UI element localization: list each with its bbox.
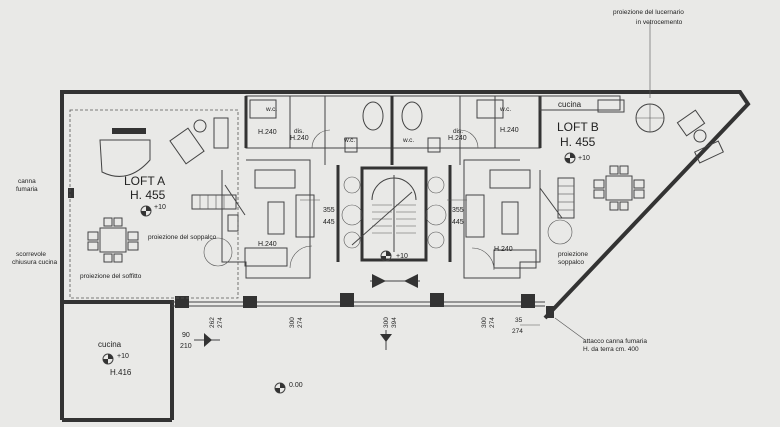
ground-level: 0.00: [289, 382, 303, 389]
plant: [203, 237, 233, 267]
dim-300-c: 300: [481, 317, 488, 328]
dim-300-a: 300: [289, 317, 296, 328]
pillar: [175, 296, 189, 308]
level-marker-kitchen: [102, 353, 114, 365]
pillar: [340, 293, 354, 307]
wc-label-center-b: w.c.: [402, 137, 414, 144]
section-arrow-bottom: [380, 330, 392, 350]
dim-210: 210: [180, 343, 192, 350]
wc-label-a: w.c.: [265, 106, 277, 113]
kitchen-b-counter: [539, 95, 621, 111]
level-marker-a: [140, 205, 152, 217]
dis-label-a: dis.: [294, 128, 304, 135]
stair-level: +10: [396, 253, 408, 260]
dim-274-c: 274: [489, 317, 496, 328]
dim-a-445: 445: [323, 219, 335, 226]
kitchen-b-label: cucina: [558, 100, 582, 109]
dis-height-a: H.240: [290, 135, 309, 142]
section-arrow-left: [370, 274, 420, 288]
sliding-label: scorrevole: [16, 251, 46, 258]
kitchen-wall: [62, 300, 174, 420]
flue-connection-label: attacco canna fumaria: [583, 338, 647, 345]
dim-35: 35: [515, 317, 523, 324]
dim-b-355: 355: [452, 207, 464, 214]
skylight-projection-label: proiezione del lucernario: [613, 9, 684, 16]
dim-262: 262: [209, 317, 216, 328]
skylight-projection-label-2: in vetrocemento: [636, 19, 683, 26]
level-marker-stair: [380, 250, 392, 262]
mezzanine-a-height: H.240: [258, 241, 277, 248]
mezzanine-projection-a: proiezione del soppalco: [148, 234, 217, 241]
dim-b-445: 445: [452, 219, 464, 226]
loft-b-title: LOFT B: [557, 120, 599, 134]
outer-wall: [60, 90, 751, 420]
dining-table-b: [605, 175, 633, 201]
dis-label-b: dis.: [453, 128, 463, 135]
loft-b-level: +10: [578, 155, 590, 162]
flue-connection-marker: [546, 306, 554, 318]
dim-274-a: 274: [217, 317, 224, 328]
wc-label-b: w.c.: [499, 106, 511, 113]
piano: [99, 139, 151, 177]
dim-a-355: 355: [323, 207, 335, 214]
ceiling-projection-label: proiezione del soffitto: [80, 273, 142, 280]
kitchen-a-height: H.416: [110, 368, 132, 377]
pillar: [243, 296, 257, 308]
dis-height-b: H.240: [448, 135, 467, 142]
dining-table-a: [99, 227, 127, 253]
mezzanine-projection-b: proiezione: [558, 251, 588, 258]
dim-274-d: 274: [512, 328, 523, 335]
mezzanine-b-height: H.240: [494, 246, 513, 253]
loft-a-height: H. 455: [130, 188, 166, 202]
dim-274-b: 274: [297, 317, 304, 328]
dim-90: 90: [182, 332, 190, 339]
flue-connection-label-2: H. da terra cm. 400: [583, 346, 639, 353]
sliding-label-2: chiusura cucina: [12, 259, 58, 266]
wc-height-b: H.240: [500, 127, 519, 134]
level-marker-b: [564, 152, 576, 164]
kitchen-a-level: +10: [117, 353, 129, 360]
flue-label: canna: [18, 178, 36, 185]
loft-a-title: LOFT A: [124, 174, 165, 188]
wc-label-center-a: w.c.: [343, 137, 355, 144]
dim-394: 394: [391, 317, 398, 328]
wc-height-a: H.240: [258, 129, 277, 136]
mezzanine-a-outline: [221, 159, 311, 279]
loft-a-level: +10: [154, 204, 166, 211]
dim-300-b: 300: [383, 317, 390, 328]
section-arrow-kitchen: [194, 333, 220, 347]
pillar: [521, 294, 535, 308]
flue-label-2: fumaria: [16, 186, 38, 193]
loft-b-height: H. 455: [560, 135, 596, 149]
kitchen-a-label: cucina: [98, 340, 122, 349]
flue-marker: [68, 188, 74, 198]
pillar: [430, 293, 444, 307]
level-marker-ground: [274, 382, 286, 394]
mezzanine-projection-b-2: soppalco: [558, 259, 584, 266]
